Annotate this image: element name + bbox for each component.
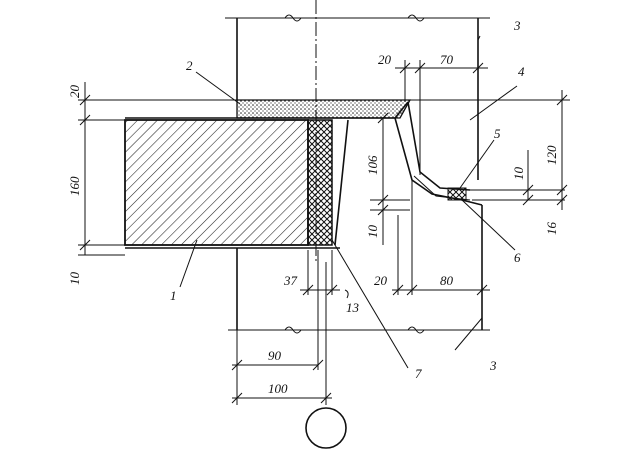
insert-crosshatch (307, 119, 333, 246)
dimension-texts: 20 160 10 20 70 106 10 120 10 16 37 20 8… (67, 52, 559, 396)
inclined-face (334, 119, 349, 246)
label-13: 13 (346, 300, 360, 315)
dim-10-mid: 10 (365, 225, 380, 239)
column-top (225, 14, 490, 180)
dim-80: 80 (440, 273, 454, 288)
dim-16: 16 (544, 222, 559, 236)
label-4: 4 (518, 64, 525, 79)
dim-10-left: 10 (67, 272, 82, 286)
leader-lines (179, 35, 518, 369)
dimension-lines (78, 60, 570, 405)
label-6: 6 (514, 250, 521, 265)
position-labels: 1 2 3 3 4 5 6 7 13 (170, 18, 525, 381)
label-5: 5 (494, 126, 501, 141)
label-2: 2 (186, 58, 193, 73)
dim-70: 70 (440, 52, 454, 67)
label-3-top: 3 (513, 18, 521, 33)
dim-106: 106 (365, 155, 380, 175)
dim-100: 100 (268, 381, 288, 396)
top-layer-2 (236, 99, 412, 119)
column-bottom (228, 205, 490, 334)
dim-160: 160 (67, 176, 82, 196)
label-3-bottom: 3 (489, 358, 497, 373)
dim-20-left: 20 (67, 85, 82, 99)
dim-90: 90 (268, 348, 282, 363)
slab-1 (124, 119, 309, 246)
label-7: 7 (415, 366, 422, 381)
dim-37: 37 (283, 273, 298, 288)
label-1: 1 (170, 288, 177, 303)
axis-bubble (305, 407, 347, 449)
dim-10-right: 10 (511, 167, 526, 181)
dim-20-top: 20 (378, 52, 392, 67)
dim-120: 120 (544, 145, 559, 165)
dim-20-bottom: 20 (374, 273, 388, 288)
